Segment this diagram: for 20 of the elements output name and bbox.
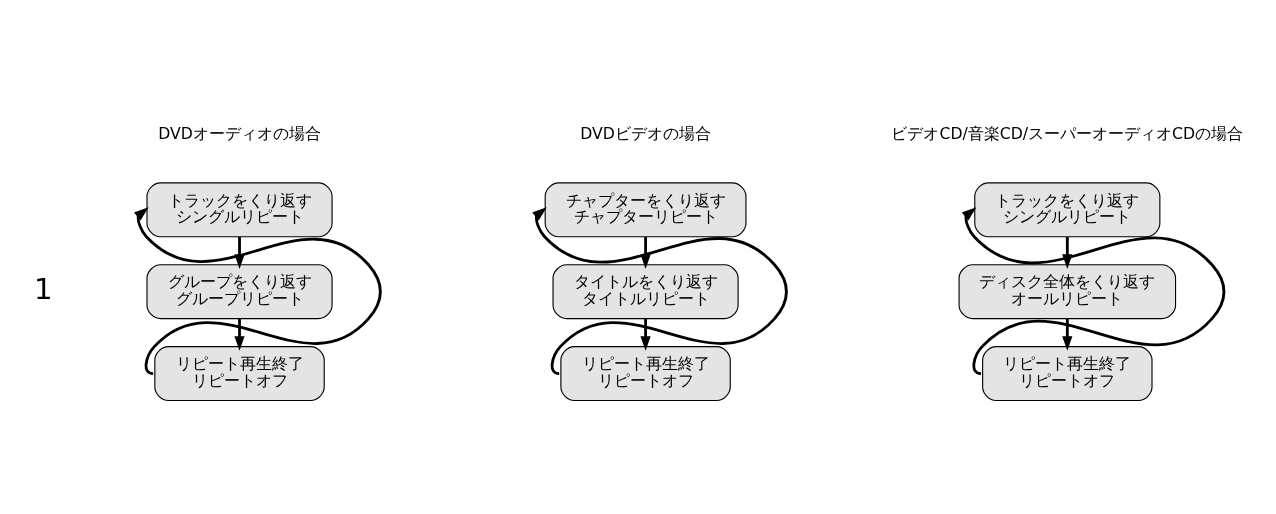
label: ビデオCD/音楽CD/スーパーオーディオCDの場合 bbox=[891, 123, 1244, 143]
arrow bbox=[234, 318, 245, 351]
arrow bbox=[532, 206, 788, 375]
node-box: ディスク全体をくり返す オールリピート bbox=[958, 263, 1177, 319]
arrow bbox=[640, 318, 651, 351]
arrow bbox=[961, 206, 1226, 375]
node-box: リピート再生終了 リピートオフ bbox=[560, 345, 731, 401]
node-box: トラックをくり返す シングルリピート bbox=[974, 181, 1161, 237]
node-box: トラックをくり返す シングルリピート bbox=[146, 181, 333, 237]
label: DVDオーディオの場合 bbox=[158, 123, 321, 143]
node-box: タイトルをくり返す タイトルリピート bbox=[552, 263, 739, 319]
node-box: リピート再生終了 リピートオフ bbox=[982, 345, 1153, 401]
label: 1 bbox=[33, 271, 53, 306]
arrow bbox=[134, 206, 382, 375]
node-box: リピート再生終了 リピートオフ bbox=[154, 345, 325, 401]
arrow bbox=[640, 236, 651, 269]
node-box: グループをくり返す グループリピート bbox=[146, 263, 333, 319]
arrow bbox=[1062, 318, 1073, 351]
label: DVDビデオの場合 bbox=[580, 123, 711, 143]
node-box: チャプターをくり返す チャプターリピート bbox=[544, 181, 747, 237]
